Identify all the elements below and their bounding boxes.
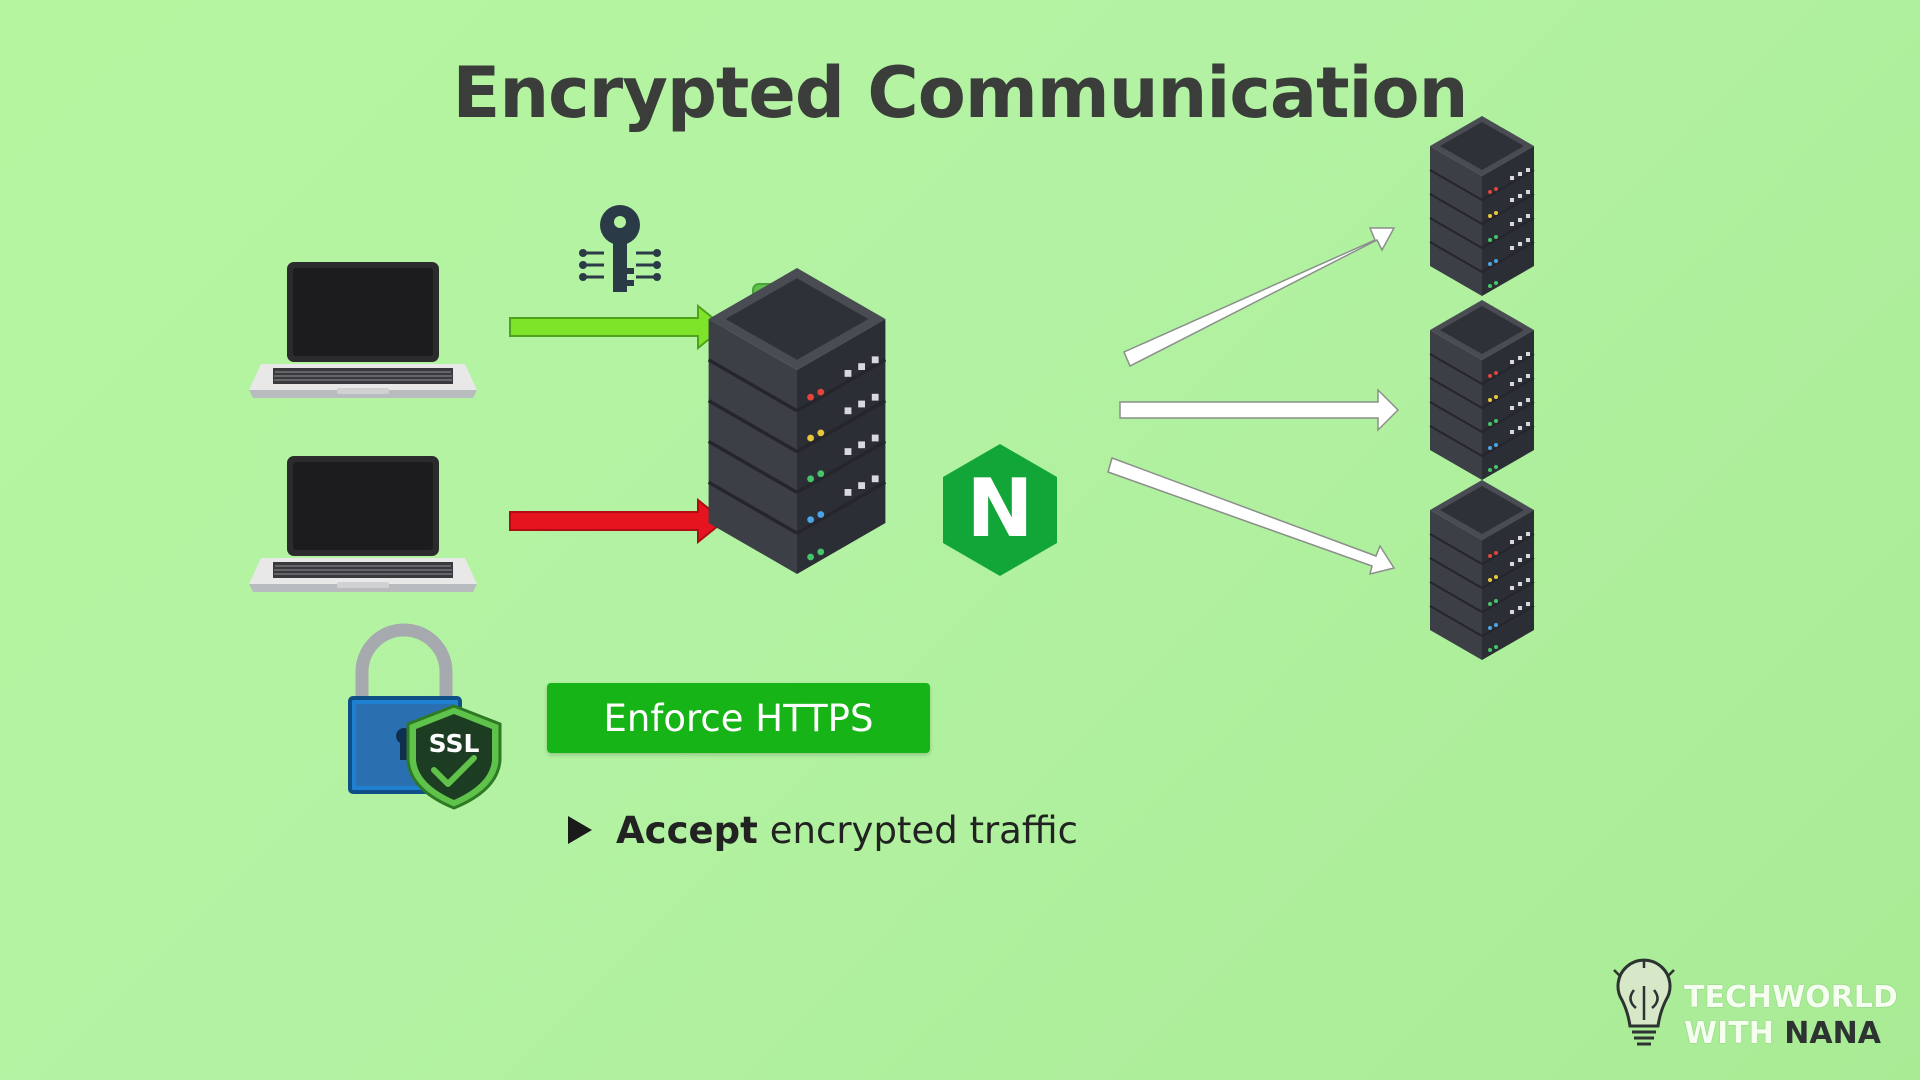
backend-server-3-icon	[1429, 479, 1535, 661]
brand-logo: TECHWORLD WITH NANA	[1612, 966, 1898, 1056]
bullet-triangle-icon	[568, 816, 592, 844]
nginx-logo-icon: N	[943, 444, 1057, 576]
brand-line-2-a: WITH	[1684, 1016, 1774, 1051]
enforce-https-button: Enforce HTTPS	[547, 683, 930, 753]
key-icon	[579, 205, 661, 292]
encrypted-traffic-arrow	[509, 303, 726, 351]
enforce-https-label: Enforce HTTPS	[603, 696, 874, 740]
laptop-icon-top	[248, 261, 478, 399]
brand-line-2-b: NANA	[1784, 1016, 1881, 1051]
bullet-accept-encrypted: Accept encrypted traffic	[568, 806, 1078, 854]
nginx-letter: N	[967, 462, 1034, 555]
laptop-icon-bottom	[248, 455, 478, 593]
backend-arrow-middle	[1119, 388, 1400, 432]
backend-arrow-bottom	[1107, 457, 1396, 576]
lightbulb-brain-icon	[1613, 958, 1675, 1046]
page-title: Encrypted Communication	[452, 52, 1469, 134]
backend-arrow-top	[1123, 227, 1396, 368]
ssl-shield-icon: SSL	[406, 704, 502, 810]
backend-server-1-icon	[1429, 115, 1535, 297]
central-server-icon	[706, 266, 888, 576]
bullet-bold-text: Accept	[616, 808, 758, 852]
backend-server-2-icon	[1429, 299, 1535, 481]
bullet-rest-text: encrypted traffic	[769, 808, 1078, 852]
unencrypted-traffic-arrow	[509, 497, 726, 545]
ssl-shield-label: SSL	[429, 729, 480, 758]
brand-line-1: TECHWORLD	[1684, 980, 1898, 1015]
